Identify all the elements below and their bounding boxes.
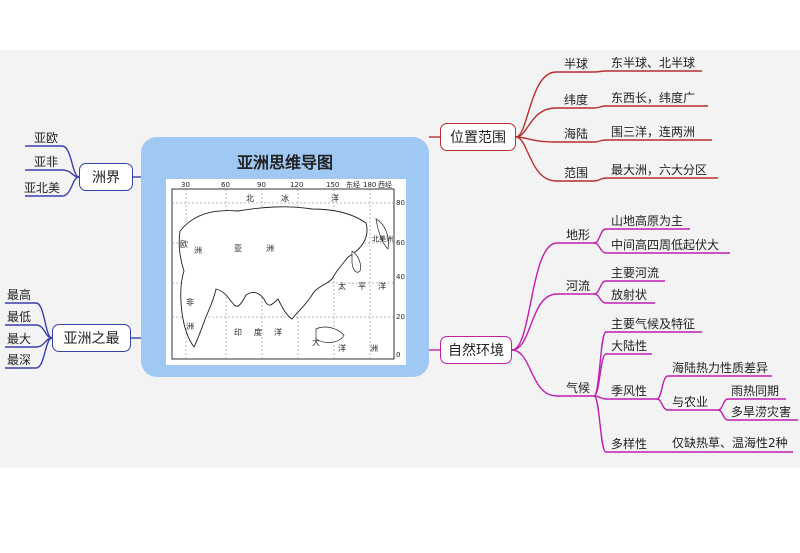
map-lon-60: 60 [221, 181, 230, 189]
map-ping: 平 [358, 282, 366, 291]
map-asia1: 亚 [234, 244, 242, 253]
map-lat-20: 20 [396, 313, 405, 321]
leaf-jifeng-agri: 与农业 [672, 395, 709, 409]
leaf-agri-2: 多旱涝灾害 [731, 405, 792, 419]
leaf-dalu: 大陆性 [611, 339, 648, 353]
leaf-zuidi: 最低 [7, 310, 32, 324]
leaf-zuida: 最大 [7, 332, 32, 346]
asia-map-svg: 30 60 90 120 150 东经 180 西经 80 60 40 20 0… [171, 180, 405, 360]
leaf-heliu: 河流 [566, 279, 591, 293]
map-ice: 冰 [281, 193, 289, 203]
leaf-zuigao: 最高 [7, 288, 32, 302]
node-weizhi-label: 位置范围 [450, 130, 506, 146]
center-node: 亚洲思维导图 30 60 90 [141, 137, 429, 377]
leaf-banqiu: 半球 [564, 57, 589, 71]
node-ziran-label: 自然环境 [448, 343, 504, 359]
map-europe: 欧 [180, 239, 188, 249]
map-east: 东经 [346, 180, 360, 189]
map-asia2: 洲 [266, 244, 274, 253]
map-continent: 洲 [194, 246, 202, 255]
leaf-qihou: 气候 [566, 381, 591, 395]
map-lon-90: 90 [257, 181, 266, 189]
leaf-fanwei-value: 最大洲，六大分区 [611, 163, 708, 177]
leaf-dixing-2: 中间高四周低起伏大 [611, 238, 720, 252]
leaf-banqiu-value: 东半球、北半球 [611, 56, 696, 70]
leaf-hailu-value: 围三洋，连两洲 [611, 125, 696, 139]
leaf-qihou-main: 主要气候及特征 [611, 317, 696, 331]
center-title: 亚洲思维导图 [236, 153, 333, 172]
leaf-duoyang: 多样性 [611, 437, 648, 451]
asia-map: 30 60 90 120 150 东经 180 西经 80 60 40 20 0… [166, 179, 406, 365]
map-north-america: 北美洲 [372, 234, 393, 243]
leaf-duoyang-value: 仅缺热草、温海性2种 [672, 436, 788, 450]
map-du: 度 [254, 327, 262, 337]
map-lat-60: 60 [396, 239, 405, 247]
leaf-fanwei: 范围 [564, 166, 589, 180]
map-yang3: 洋 [338, 343, 346, 353]
map-yang: 洋 [378, 281, 386, 291]
map-tai: 太 [338, 281, 346, 291]
map-africa2: 洲 [186, 322, 194, 331]
map-lat-80: 80 [396, 199, 405, 207]
leaf-weidu: 纬度 [564, 93, 589, 107]
leaf-hailu: 海陆 [564, 127, 589, 141]
map-west: 西经 [378, 180, 392, 189]
leaf-jifeng-cause: 海陆热力性质差异 [672, 361, 769, 375]
map-ocean1: 洋 [331, 193, 339, 203]
leaf-yaou: 亚欧 [34, 131, 59, 145]
node-zhoujie[interactable]: 洲界 [79, 163, 133, 191]
node-zuizhi-label: 亚洲之最 [63, 331, 120, 347]
leaf-yafei: 亚非 [34, 155, 59, 169]
leaf-weidu-value: 东西长，纬度广 [611, 91, 696, 105]
map-yin: 印 [234, 328, 242, 337]
map-yang2: 洋 [274, 327, 282, 337]
leaf-dixing: 地形 [566, 228, 591, 242]
node-zuizhi[interactable]: 亚洲之最 [52, 324, 131, 352]
map-zhou3: 洲 [370, 344, 378, 353]
leaf-zuishen: 最深 [7, 353, 32, 367]
leaf-yabeimei: 亚北美 [24, 181, 61, 195]
map-lat-40: 40 [396, 273, 405, 281]
map-lon-180: 180 [363, 181, 376, 189]
map-lon-30: 30 [181, 181, 190, 189]
node-zhoujie-label: 洲界 [92, 170, 120, 186]
map-north: 北 [246, 194, 254, 203]
map-lon-120: 120 [290, 181, 303, 189]
leaf-heliu-2: 放射状 [611, 288, 648, 302]
map-lat-0: 0 [396, 351, 400, 359]
node-ziran[interactable]: 自然环境 [440, 336, 512, 364]
node-weizhi[interactable]: 位置范围 [440, 123, 516, 151]
map-africa1: 非 [186, 297, 194, 307]
leaf-agri-1: 雨热同期 [731, 384, 780, 398]
leaf-jifeng: 季风性 [611, 384, 648, 398]
map-da: 大 [312, 337, 320, 347]
leaf-dixing-1: 山地高原为主 [611, 214, 684, 228]
leaf-heliu-1: 主要河流 [611, 266, 660, 280]
map-lon-150: 150 [326, 181, 339, 189]
